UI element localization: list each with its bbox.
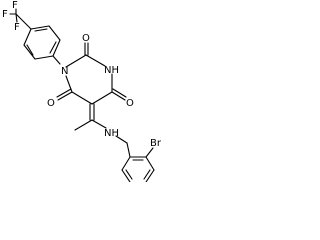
bond-ring2 [145,156,155,171]
bond-ring1 [52,39,61,57]
bond-c5-c6 [71,91,93,105]
bond-ring1 [34,55,54,60]
carbonyl-double-bond [112,88,127,98]
bond-cf-bottom [15,13,18,23]
bond-ring2 [145,169,155,182]
bond-c-nh [91,119,107,129]
atom-o-left: O [47,98,55,109]
bond-ring1 [23,28,32,46]
carbonyl-double-bond [57,91,73,101]
trifluoromethyl-group [9,8,32,30]
bond-ring2 [121,169,131,182]
atom-nh-amine: NH [104,128,119,139]
bond-ring1 [30,25,50,30]
aromatic-inner-bond [49,41,57,54]
phenyl-ring-upper [23,25,61,65]
atom-n-ring: N [61,66,68,77]
aromatic-inner-bond [143,169,151,180]
atom-nh-ring: NH [104,65,119,76]
bond-ring2 [121,156,131,171]
enamine-linker [74,103,128,144]
atom-f-bottom: F [14,22,20,33]
aromatic-inner-bond [34,28,48,32]
bromophenyl-ring [121,142,155,182]
molecule-canvas: F F F O NH N O O NH Br [2,0,162,182]
bond-ch2-aryl [126,142,131,158]
atom-o-top: O [82,33,90,44]
pyrimidine-trione-ring [56,42,127,105]
bond-methyl [74,119,93,131]
structure-diagram: F F F O NH N O O NH Br [0,0,177,182]
atom-o-right: O [126,98,134,109]
atom-labels: F F F O NH N O O NH Br [2,0,162,149]
aromatic-inner-bond [26,44,34,56]
bond-cf3-aryl [15,13,32,30]
bond-ring1 [23,44,36,60]
aromatic-inner-bond [125,169,133,180]
bond-n-c2 [65,54,87,68]
bond-c4-c5 [91,91,113,105]
atom-f-top: F [12,0,18,11]
bond-c2-nh [85,54,106,67]
bond-ring1 [48,25,61,41]
atom-f-left: F [2,9,8,20]
bond-nh-ch2 [115,135,128,144]
bond-c-br [145,147,154,158]
bond-aryl-n [52,55,61,65]
carbonyl-double-bond [111,91,126,101]
carbonyl-double-bond [56,88,72,98]
atom-br: Br [150,138,162,149]
